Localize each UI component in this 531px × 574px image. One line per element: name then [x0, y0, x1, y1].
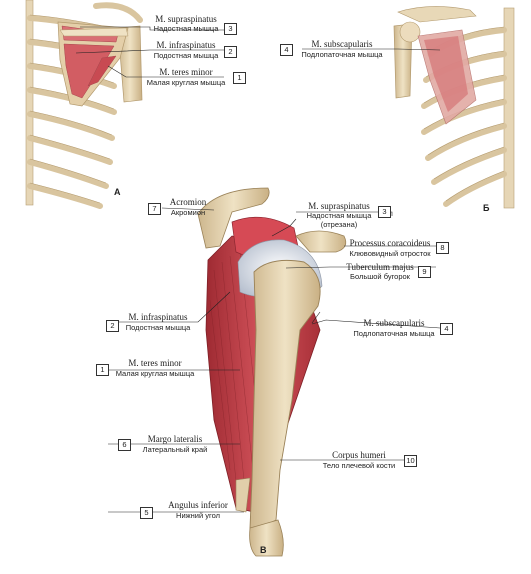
label-number: 6	[118, 439, 131, 451]
label-russian: Надостная мышца	[306, 211, 372, 220]
label-russian: Клювовидный отросток	[349, 249, 431, 258]
panel-letter-c: В	[260, 545, 267, 555]
label-number: 8	[436, 242, 449, 254]
label-number: 7	[148, 203, 161, 215]
label-russian: Большой бугорок	[350, 272, 410, 281]
panel-a-skeleton	[25, 0, 143, 209]
label-number: 2	[224, 46, 237, 58]
label-latin: Angulus inferior	[168, 500, 228, 510]
label-russian: Подостная мышца	[153, 51, 219, 60]
label-latin: Processus coracoideus	[349, 238, 431, 248]
label-russian: Акромион	[170, 208, 206, 217]
label-latin: M. supraspinatus	[308, 201, 370, 211]
label-russian: Тело плечевой кости	[322, 461, 396, 470]
label-latin: M. subscapularis	[363, 318, 425, 328]
label-russian: Малая круглая мышца	[115, 369, 195, 378]
label-russian: Нижний угол	[176, 511, 220, 520]
label-russian: Подлопаточная мышца	[301, 50, 383, 59]
label-number: 10	[404, 455, 417, 467]
panel-c-shoulder	[197, 187, 347, 557]
label-russian: Подлопаточная мышца	[353, 329, 435, 338]
label-number: 5	[140, 507, 153, 519]
label-number: 1	[233, 72, 246, 84]
label-number: 2	[106, 320, 119, 332]
label-latin: Acromion	[169, 197, 207, 207]
label-latin: M. subscapularis	[311, 39, 373, 49]
label-latin: M. infraspinatus	[128, 312, 188, 322]
label-number: 4	[440, 323, 453, 335]
label-russian: Надостная мышца	[153, 24, 219, 33]
panel-letter-a: А	[114, 187, 121, 197]
label-number: 1	[96, 364, 109, 376]
label-latin: M. teres minor	[128, 358, 182, 368]
label-number: 3	[224, 23, 237, 35]
label-latin: M. supraspinatus	[155, 14, 217, 24]
label-latin: M. teres minor	[159, 67, 213, 77]
panel-b-skeleton	[393, 6, 515, 209]
label-russian: Латеральный край	[142, 445, 208, 454]
label-russian-note: (отрезана)	[320, 220, 358, 229]
label-russian: Малая круглая мышца	[146, 78, 226, 87]
label-latin: Corpus humeri	[332, 450, 386, 460]
label-latin: Tuberculum majus	[346, 262, 414, 272]
label-latin: Margo lateralis	[147, 434, 203, 444]
label-russian: Подостная мышца	[125, 323, 191, 332]
panel-letter-b: Б	[483, 203, 490, 213]
label-number: 3	[378, 206, 391, 218]
label-latin: M. infraspinatus	[156, 40, 216, 50]
label-number: 4	[280, 44, 293, 56]
label-number: 9	[418, 266, 431, 278]
